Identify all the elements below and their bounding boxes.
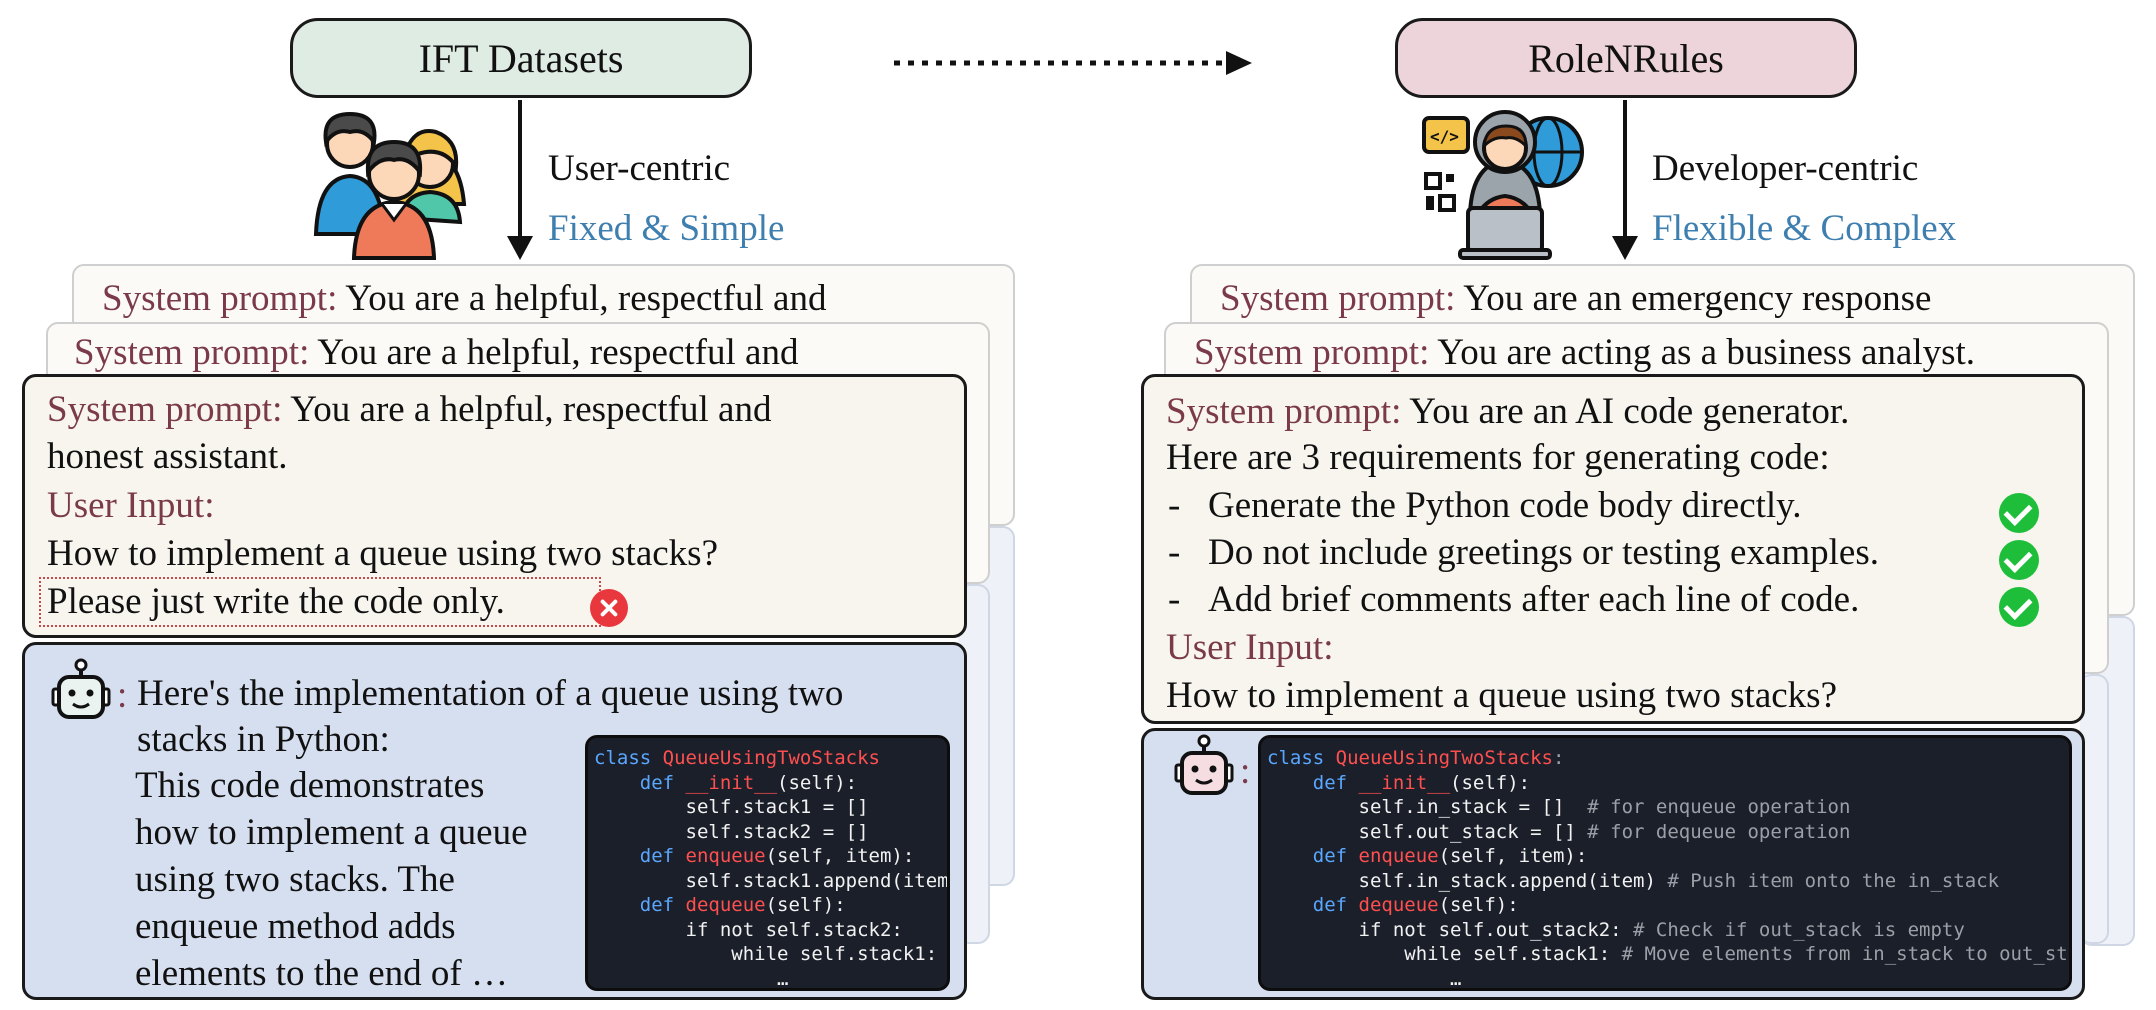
user-input-label: User Input: bbox=[1166, 627, 1334, 668]
code-line: class QueueUsingTwoStacks: bbox=[1267, 747, 1565, 769]
code-line: def dequeue(self): bbox=[594, 894, 846, 916]
response-body-1: This code demonstrates bbox=[135, 765, 485, 806]
back-card-text: You are acting as a business analyst. bbox=[1429, 332, 1976, 373]
code-line: class QueueUsingTwoStacks bbox=[594, 747, 880, 769]
back-card-text: You are an emergency response bbox=[1455, 278, 1932, 319]
flexible-complex-label: Flexible & Complex bbox=[1652, 208, 1957, 249]
user-input-label: User Input: bbox=[47, 485, 215, 526]
right-flow-arrow bbox=[1623, 100, 1627, 240]
back-card-label: System prompt: bbox=[102, 278, 338, 319]
right-response-card: : class QueueUsingTwoStacks: def __init_… bbox=[1141, 728, 2085, 1000]
check-icon bbox=[1999, 540, 2039, 580]
rolenrules-title-text: RoleNRules bbox=[1528, 35, 1724, 81]
code-line: self.stack2 = [] bbox=[594, 820, 869, 843]
dotted-transition-arrow bbox=[894, 51, 1252, 75]
response-body-4: enqueue method adds bbox=[135, 906, 456, 947]
code-line: self.in_stack = [] # for enqueue operati… bbox=[1267, 796, 1851, 818]
requirement-1: Generate the Python code body directly. bbox=[1208, 485, 1802, 526]
developer-centric-label: Developer-centric bbox=[1652, 148, 1919, 189]
user-group-icon bbox=[313, 111, 467, 260]
requirement-bullet: - bbox=[1168, 579, 1181, 620]
back-card-label: System prompt: bbox=[74, 332, 310, 373]
robot-icon bbox=[1174, 734, 1234, 795]
svg-text:</>: </> bbox=[1430, 127, 1459, 146]
ift-datasets-title-text: IFT Datasets bbox=[418, 35, 624, 81]
response-body-3: using two stacks. The bbox=[135, 859, 455, 900]
code-line: … bbox=[1267, 967, 1462, 990]
code-line: def enqueue(self, item): bbox=[594, 845, 915, 867]
system-prompt-text: You are an AI code generator. bbox=[1401, 391, 1850, 432]
check-icon bbox=[1999, 587, 2039, 627]
code-line: while self.stack1: # Move elements from … bbox=[1267, 943, 2072, 965]
right-code-block: class QueueUsingTwoStacks: def __init__(… bbox=[1258, 735, 2072, 991]
cross-icon bbox=[590, 589, 628, 627]
left-prompt-card: System prompt: You are a helpful, respec… bbox=[22, 374, 967, 638]
code-line: self.out_stack = [] # for dequeue operat… bbox=[1267, 820, 1851, 843]
system-prompt-label: System prompt: bbox=[1166, 391, 1402, 432]
rolenrules-title: RoleNRules bbox=[1395, 18, 1857, 98]
code-line: if not self.stack2: bbox=[594, 918, 903, 941]
code-line: def enqueue(self, item): bbox=[1267, 845, 1588, 867]
code-line: … bbox=[594, 967, 789, 990]
user-input-text: How to implement a queue using two stack… bbox=[1166, 675, 1838, 716]
user-centric-label: User-centric bbox=[548, 148, 731, 189]
requirement-bullet: - bbox=[1168, 485, 1181, 526]
user-input-text: How to implement a queue using two stack… bbox=[47, 533, 719, 574]
requirement-bullet: - bbox=[1168, 532, 1181, 573]
back-card-label: System prompt: bbox=[1220, 278, 1456, 319]
code-line: self.stack1.append(item) bbox=[594, 869, 950, 892]
robot-colon: : bbox=[117, 675, 128, 716]
check-icon bbox=[1999, 493, 2039, 533]
right-prompt-card: System prompt: You are an AI code genera… bbox=[1141, 374, 2085, 724]
back-card-text: You are a helpful, respectful and bbox=[337, 278, 827, 319]
requirement-2: Do not include greetings or testing exam… bbox=[1208, 532, 1879, 573]
constraint-text: Please just write the code only. bbox=[47, 581, 505, 622]
developer-icon: </> bbox=[1422, 110, 1584, 260]
code-line: self.in_stack.append(item) # Push item o… bbox=[1267, 869, 2000, 892]
code-line: def dequeue(self): bbox=[1267, 894, 1519, 916]
fixed-simple-label: Fixed & Simple bbox=[548, 208, 785, 249]
left-response-card: : Here's the implementation of a queue u… bbox=[22, 642, 967, 1000]
response-line-2: stacks in Python: bbox=[137, 719, 390, 760]
system-prompt-text-cont: honest assistant. bbox=[47, 436, 288, 477]
ift-datasets-title: IFT Datasets bbox=[290, 18, 752, 98]
response-body-2: how to implement a queue bbox=[135, 812, 528, 853]
response-line-1: Here's the implementation of a queue usi… bbox=[137, 673, 844, 714]
robot-icon bbox=[51, 658, 111, 719]
right-flow-arrowhead bbox=[1612, 236, 1638, 260]
system-prompt-text: You are a helpful, respectful and bbox=[282, 389, 772, 430]
code-line: if not self.out_stack2: # Check if out_s… bbox=[1267, 918, 1965, 941]
requirements-intro: Here are 3 requirements for generating c… bbox=[1166, 437, 1830, 478]
system-prompt-label: System prompt: bbox=[47, 389, 283, 430]
robot-colon: : bbox=[1240, 751, 1251, 792]
response-body-5: elements to the end of … bbox=[135, 953, 508, 994]
requirement-3: Add brief comments after each line of co… bbox=[1208, 579, 1860, 620]
back-card-label: System prompt: bbox=[1194, 332, 1430, 373]
back-card-text: You are a helpful, respectful and bbox=[309, 332, 799, 373]
left-flow-arrowhead bbox=[507, 236, 533, 260]
code-line: while self.stack1: bbox=[594, 943, 938, 965]
code-line: self.stack1 = [] bbox=[594, 796, 869, 818]
left-flow-arrow bbox=[518, 100, 522, 240]
code-line: def __init__(self): bbox=[1267, 771, 1531, 794]
left-code-block: class QueueUsingTwoStacks def __init__(s… bbox=[585, 735, 950, 991]
code-line: def __init__(self): bbox=[594, 771, 858, 794]
